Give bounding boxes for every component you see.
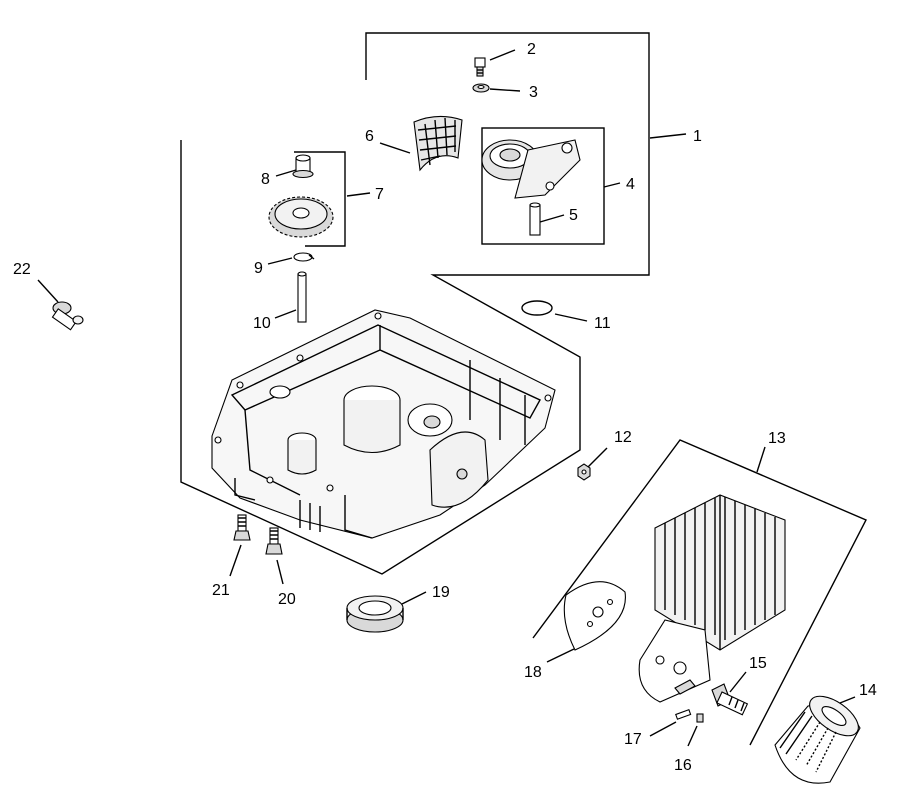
callout-12: 12 [614, 429, 632, 446]
group-7-bracket [294, 151, 346, 247]
callout-14: 14 [859, 682, 877, 699]
group-4-box [481, 127, 605, 245]
callout-22: 22 [13, 261, 31, 278]
callout-11: 11 [594, 315, 611, 332]
callout-13: 13 [768, 430, 786, 447]
callout-9: 9 [254, 260, 263, 277]
group-13-bracket [532, 439, 867, 746]
callout-7: 7 [375, 186, 384, 203]
part-14-oil-filter [774, 695, 861, 784]
closure-plate [211, 309, 556, 539]
part-16-screw [696, 713, 704, 723]
part-4-oil-pump [481, 139, 581, 199]
part-13-oil-cooler [638, 494, 786, 703]
part-3-washer [472, 83, 490, 93]
callout-4: 4 [626, 176, 635, 193]
callout-2: 2 [527, 41, 536, 58]
callout-15: 15 [749, 655, 767, 672]
part-9-clip [293, 252, 315, 262]
part-19-oil-seal [346, 595, 404, 633]
part-12-nut [577, 463, 591, 481]
callout-8: 8 [261, 171, 270, 188]
group-outlines [180, 32, 867, 746]
part-7-gear [268, 196, 334, 238]
callout-6: 6 [365, 128, 374, 145]
callout-21: 21 [212, 582, 230, 599]
callout-labels: 1 2 3 4 5 6 7 8 9 10 11 12 13 14 15 16 1… [13, 41, 877, 774]
part-5-pin [529, 202, 541, 236]
callout-3: 3 [529, 84, 538, 101]
part-18-gasket [563, 581, 626, 651]
callout-20: 20 [278, 591, 296, 608]
part-6-screen [413, 115, 463, 172]
part-10-pin [297, 271, 307, 323]
part-8-shaft [292, 154, 314, 179]
callout-16: 16 [674, 757, 692, 774]
part-22-sensor [51, 301, 84, 331]
part-11-o-ring [521, 300, 553, 316]
callout-17: 17 [624, 731, 642, 748]
part-20-bolt [265, 527, 283, 555]
callout-5: 5 [569, 207, 578, 224]
part-17-pin [675, 709, 692, 720]
group-1-bracket [180, 32, 650, 575]
part-21-bolt [233, 514, 251, 541]
callout-19: 19 [432, 584, 450, 601]
part-2-screw [474, 57, 486, 77]
callout-10: 10 [253, 315, 271, 332]
callout-1: 1 [693, 128, 702, 145]
part-15-fitting [711, 683, 749, 716]
callout-18: 18 [524, 664, 542, 681]
